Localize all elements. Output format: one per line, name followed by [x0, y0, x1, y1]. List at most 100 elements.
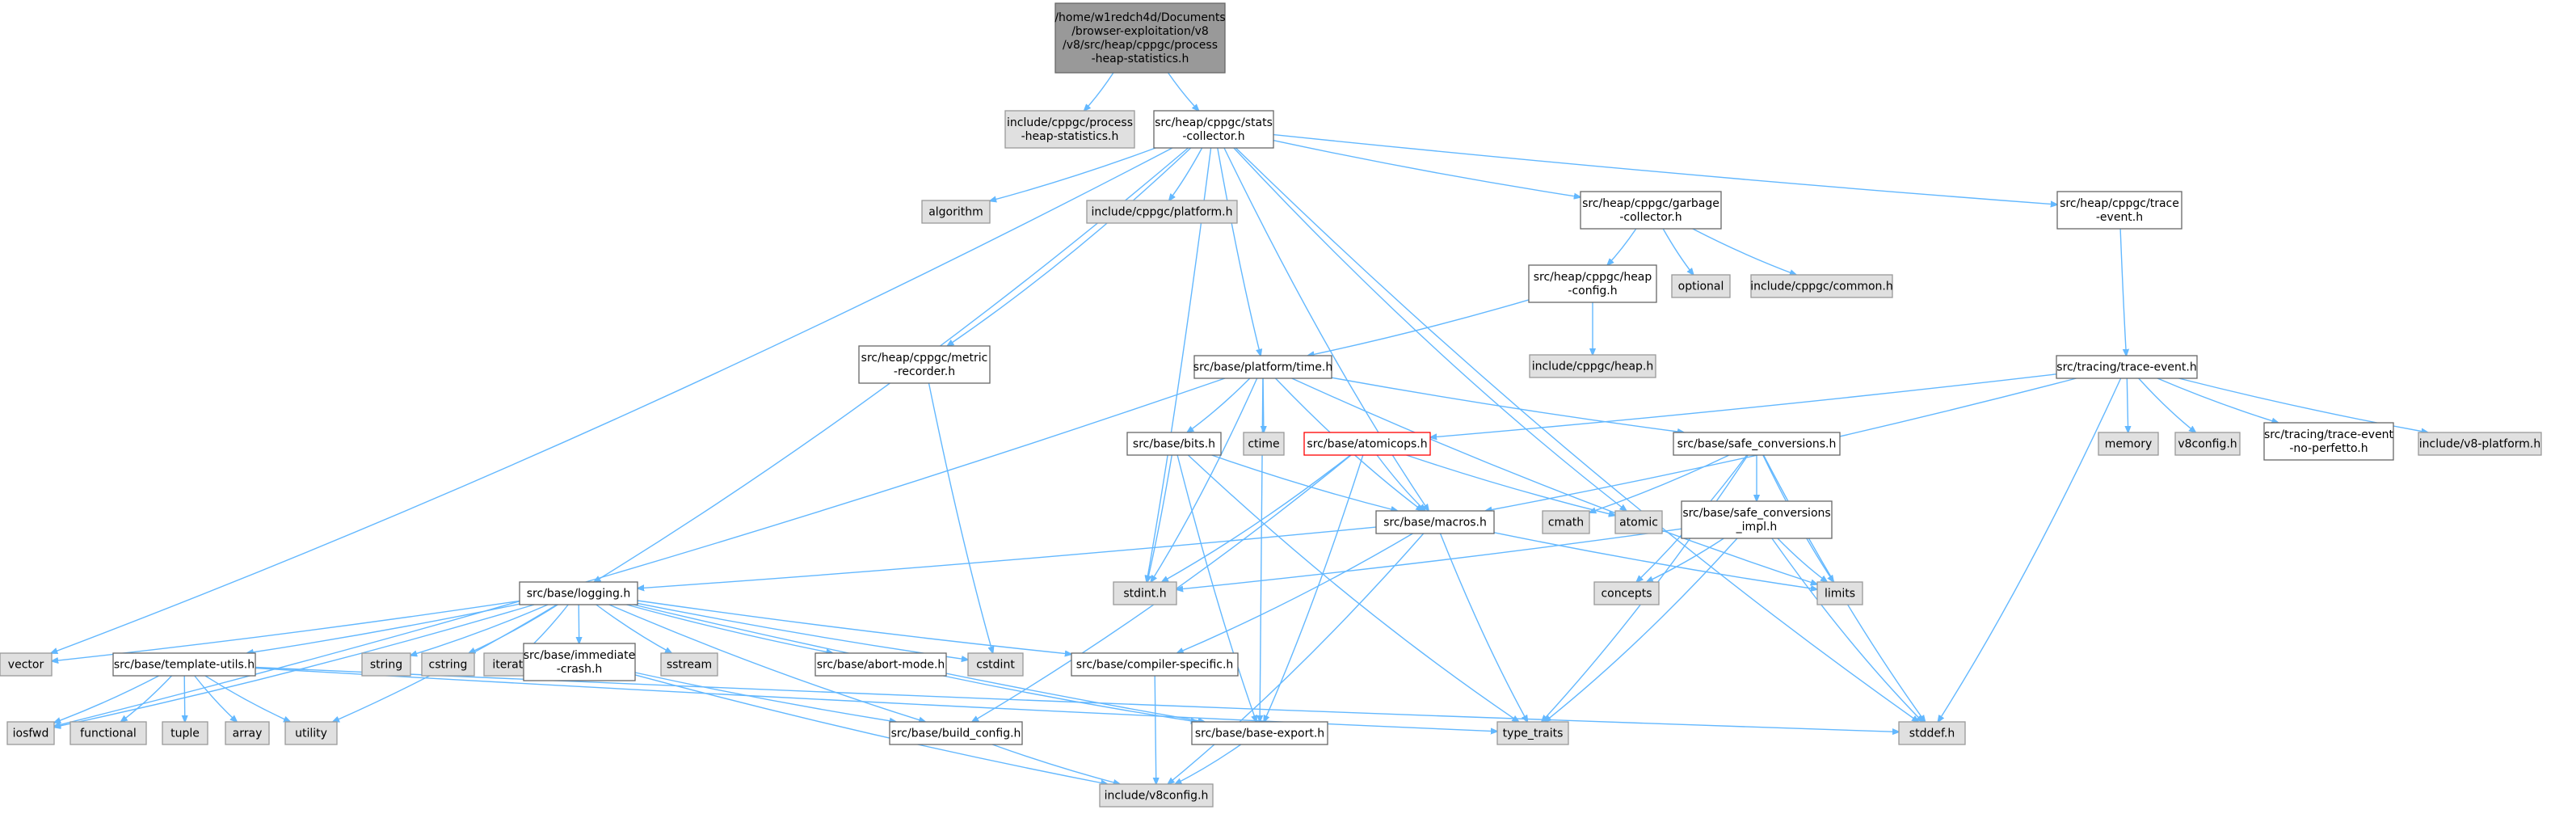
- node-metric[interactable]: src/heap/cppgc/metric-recorder.h: [858, 345, 991, 384]
- node-label: string: [370, 658, 402, 671]
- edge-time-to-safe_conv: [1331, 377, 1684, 432]
- node-label: src/base/bits.h: [1133, 437, 1215, 450]
- node-build_config[interactable]: src/base/build_config.h: [889, 721, 1023, 745]
- edge-abort-to-base_export: [943, 675, 1198, 722]
- node-label: src/base/base-export.h: [1195, 727, 1324, 740]
- node-box: [1593, 581, 1660, 605]
- node-box: [1614, 510, 1663, 534]
- node-atomicops[interactable]: src/base/atomicops.h: [1303, 432, 1431, 456]
- node-label: -config.h: [1568, 285, 1617, 297]
- node-box: [967, 652, 1024, 677]
- node-label: include/cppgc/platform.h: [1091, 205, 1232, 218]
- node-stdint: stdint.h: [1113, 581, 1177, 605]
- node-label: cmath: [1548, 516, 1584, 529]
- node-label: src/base/template-utils.h: [114, 658, 255, 671]
- edge-root-to-stats: [1168, 72, 1199, 111]
- edge-imm_crash-to-build_config: [634, 672, 896, 722]
- node-label: src/tracing/trace-event.h: [2056, 361, 2196, 373]
- node-label: cstdint: [976, 658, 1015, 671]
- node-root[interactable]: /home/w1redch4d/Documents/browser-exploi…: [1054, 2, 1226, 74]
- node-label: functional: [80, 727, 137, 740]
- node-box: [162, 721, 208, 745]
- edge-logging-to-compiler: [637, 600, 1071, 654]
- node-nopf[interactable]: src/tracing/trace-event-no-perfetto.h: [2263, 422, 2394, 461]
- node-box: [2098, 432, 2159, 456]
- node-box: [1528, 264, 1657, 303]
- edge-safe_impl-to-stdint: [1176, 528, 1682, 589]
- node-label: cstring: [429, 658, 468, 671]
- node-label: src/heap/cppgc/heap: [1534, 271, 1652, 284]
- node-tutils[interactable]: src/base/template-utils.h: [112, 652, 256, 677]
- node-box: [1243, 432, 1285, 456]
- node-sstream: sstream: [660, 652, 718, 677]
- node-label: src/base/macros.h: [1383, 516, 1487, 529]
- node-trace_event_h[interactable]: src/heap/cppgc/trace-event.h: [2056, 191, 2182, 230]
- node-box: [1126, 432, 1222, 456]
- node-stats[interactable]: src/heap/cppgc/stats-collector.h: [1153, 110, 1274, 149]
- node-algorithm: algorithm: [921, 200, 991, 224]
- edge-stats-to-vector: [51, 147, 1173, 653]
- node-box: [1580, 191, 1722, 230]
- edge-tracing-to-memory: [2127, 377, 2128, 432]
- node-label: include/cppgc/common.h: [1750, 280, 1893, 293]
- node-safe_impl[interactable]: src/base/safe_conversions_impl.h: [1681, 500, 1833, 539]
- edge-stats-to-gc: [1273, 140, 1581, 197]
- edge-macros-to-compiler: [1177, 533, 1413, 653]
- edge-bits-to-macros: [1211, 454, 1398, 511]
- edge-safe_impl-to-stddef: [1771, 538, 1923, 722]
- node-atomic: atomic: [1614, 510, 1663, 534]
- node-box: [523, 643, 636, 681]
- node-logging[interactable]: src/base/logging.h: [519, 581, 638, 605]
- edge-logging-to-sstream: [596, 604, 671, 653]
- edge-time-to-bits: [1187, 377, 1251, 432]
- node-box: [421, 652, 475, 677]
- node-box: [1750, 274, 1893, 298]
- edge-macros-to-inc_v8config: [1168, 533, 1425, 784]
- node-box: [1542, 510, 1590, 534]
- node-base_export[interactable]: src/base/base-export.h: [1191, 721, 1328, 745]
- node-label: iosfwd: [13, 727, 49, 740]
- node-heap_config[interactable]: src/heap/cppgc/heap-config.h: [1528, 264, 1657, 303]
- node-bits[interactable]: src/base/bits.h: [1126, 432, 1222, 456]
- node-label: -crash.h: [557, 663, 603, 676]
- edge-tracing-to-v8config_h: [2138, 377, 2196, 432]
- node-label: atomic: [1619, 516, 1658, 529]
- node-label: include/cppgc/heap.h: [1532, 360, 1654, 373]
- node-box: [1529, 354, 1656, 378]
- node-box: [1816, 581, 1863, 605]
- edge-root-to-inc_phs: [1084, 72, 1114, 111]
- node-imm_crash[interactable]: src/base/immediate-crash.h: [523, 643, 636, 681]
- node-ctime: ctime: [1243, 432, 1285, 456]
- edge-stats-to-inc_platform: [1169, 147, 1203, 200]
- node-box: [1071, 652, 1239, 677]
- node-box: [1153, 110, 1274, 149]
- node-box: [1004, 110, 1135, 149]
- node-compiler[interactable]: src/base/compiler-specific.h: [1071, 652, 1239, 677]
- node-box: [0, 652, 53, 677]
- edge-tracing-to-stddef: [1938, 377, 2122, 722]
- node-label: stdint.h: [1123, 587, 1166, 600]
- node-gc[interactable]: src/heap/cppgc/garbage-collector.h: [1580, 191, 1722, 230]
- node-safe_conv[interactable]: src/base/safe_conversions.h: [1673, 432, 1841, 456]
- node-box: [6, 721, 55, 745]
- node-label: _impl.h: [1736, 521, 1778, 534]
- node-label: src/heap/cppgc/stats: [1155, 116, 1273, 129]
- node-label: include/cppgc/process: [1007, 116, 1133, 129]
- node-tracing[interactable]: src/tracing/trace-event.h: [2056, 355, 2198, 379]
- node-box: [361, 652, 411, 677]
- edge-logging-to-string: [410, 604, 549, 656]
- node-macros[interactable]: src/base/macros.h: [1375, 510, 1495, 534]
- node-label: limits: [1825, 587, 1855, 600]
- edge-tracing-to-atomicops: [1430, 373, 2057, 437]
- node-time[interactable]: src/base/platform/time.h: [1193, 355, 1332, 379]
- node-cmath: cmath: [1542, 510, 1590, 534]
- node-v8platform: include/v8-platform.h: [2418, 432, 2542, 456]
- edge-tutils-to-tuple: [184, 675, 185, 722]
- node-box: [1671, 274, 1731, 298]
- node-label: type_traits: [1503, 727, 1564, 740]
- node-abort[interactable]: src/base/abort-mode.h: [814, 652, 947, 677]
- edge-gc-to-inc_common: [1692, 228, 1796, 275]
- node-v8config_h: v8config.h: [2174, 432, 2241, 456]
- node-box: [1193, 355, 1332, 379]
